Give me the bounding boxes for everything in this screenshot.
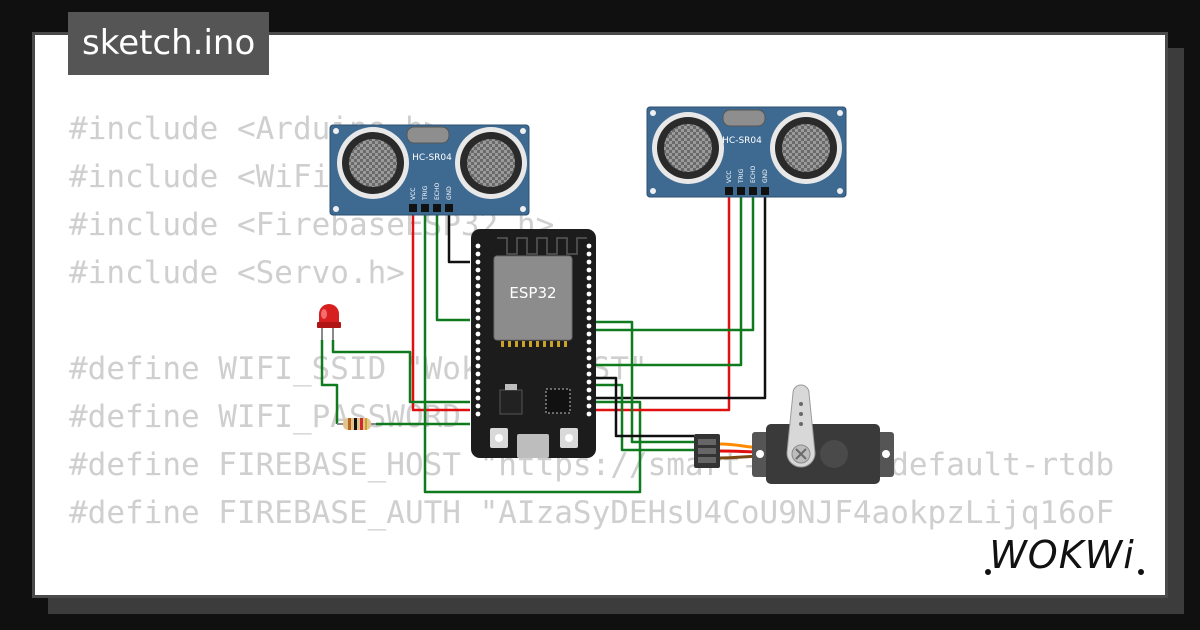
code-line: #define TRIG_PIN 1 // GPIO pin for trig (69, 585, 1114, 595)
servo-motor[interactable] (694, 384, 894, 484)
ultrasonic-sensor-left[interactable]: HC-SR04 VCC TRIG ECHO GND (329, 124, 530, 216)
usb-port (517, 434, 549, 458)
transducer-icon (770, 112, 842, 184)
file-tab[interactable]: sketch.ino (68, 12, 270, 75)
code-line: #define FIREBASE_AUTH "AIzaSyDEHsU4CoU9N… (69, 495, 1115, 531)
wire-left-gnd[interactable] (447, 208, 470, 264)
wire-led-cathode[interactable] (320, 340, 339, 424)
wire-right-trig[interactable] (594, 193, 743, 367)
sensor-label: HC-SR04 (722, 136, 762, 146)
resistor[interactable] (337, 418, 376, 430)
servo-horn-icon (786, 384, 816, 468)
pin-header-right (586, 243, 592, 417)
wire-led-anode[interactable] (331, 340, 470, 404)
pin-header-left (475, 243, 481, 417)
wire-servo-gnd[interactable] (594, 376, 694, 438)
esp32-module-shield (493, 255, 573, 341)
pin-label: ECHO (434, 183, 441, 200)
wire-left-trig[interactable] (423, 208, 642, 494)
pin-label: GND (762, 169, 769, 183)
pin-label: ECHO (750, 166, 757, 183)
wokwi-logo: WOKWi (985, 533, 1144, 577)
wire-right-echo[interactable] (594, 193, 755, 332)
wire-left-echo[interactable] (435, 208, 470, 322)
usb-uart-chip (545, 388, 571, 414)
wire-servo-signal[interactable] (594, 320, 694, 444)
transducer-icon (652, 112, 724, 184)
code-line: #include <Servo.h> (69, 255, 405, 291)
red-led[interactable] (317, 304, 341, 340)
wokwi-logo-text: WOKWi (989, 533, 1135, 577)
antenna-trace (497, 237, 587, 255)
wire-left-vcc[interactable] (411, 208, 470, 412)
esp32-board[interactable]: ESP32 (471, 229, 596, 458)
ultrasonic-sensor-right[interactable]: HC-SR04 VCC TRIG ECHO GND (646, 106, 847, 198)
sensor-label: HC-SR04 (412, 153, 452, 163)
pin-label: TRIG (738, 168, 745, 184)
wire-right-vcc[interactable] (594, 193, 731, 412)
transducer-icon (337, 127, 409, 199)
wire-right-gnd[interactable] (594, 193, 767, 400)
pin-label: VCC (726, 171, 733, 183)
pin-label: TRIG (422, 185, 429, 201)
module-label: ESP32 (509, 284, 556, 302)
pin-label: GND (446, 186, 453, 200)
transducer-icon (455, 127, 527, 199)
pin-label: VCC (410, 188, 417, 200)
voltage-regulator (499, 389, 523, 415)
wires (320, 193, 767, 494)
wire-servo-power[interactable] (594, 383, 694, 452)
module-pads (501, 341, 567, 347)
